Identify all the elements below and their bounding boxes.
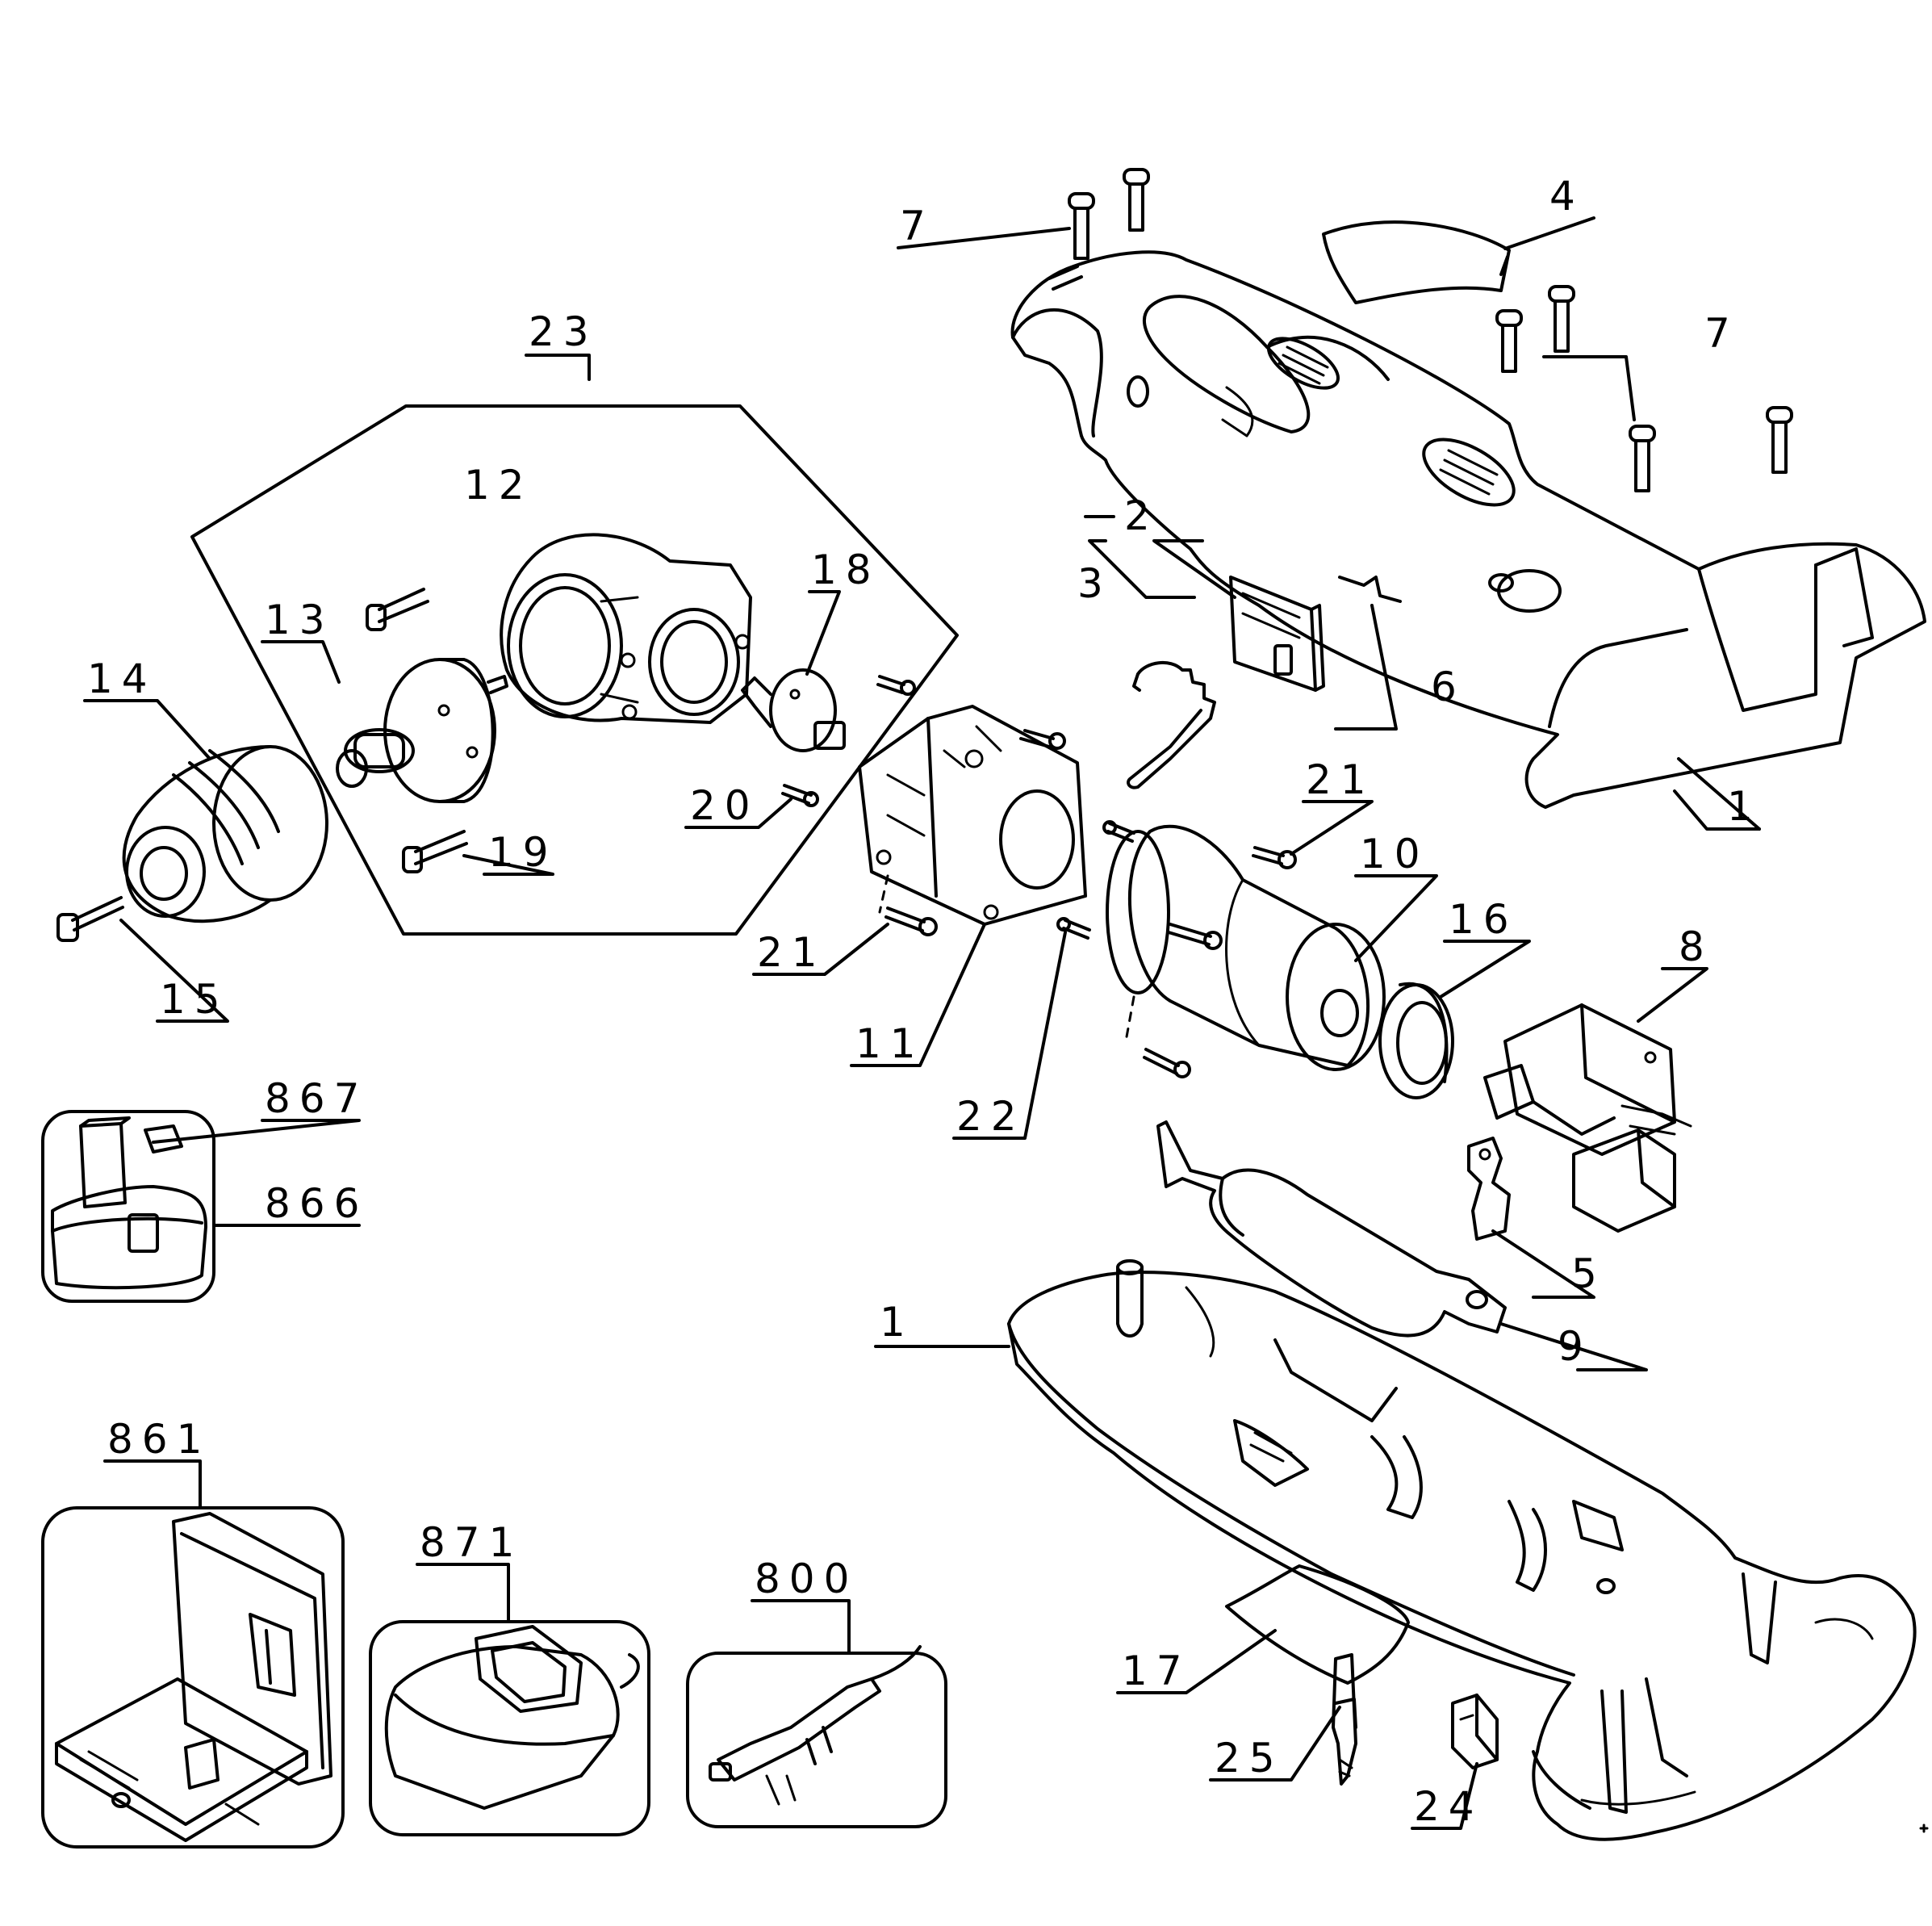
screw-20 — [781, 784, 819, 807]
charger-box — [369, 1620, 650, 1836]
label-21-upper: 21 — [1306, 756, 1375, 803]
label-22: 22 — [956, 1093, 1026, 1140]
label-20: 20 — [690, 782, 759, 829]
part-1-upper-housing — [1010, 250, 1926, 809]
screw-19-group — [366, 588, 468, 873]
label-21-lower: 21 — [757, 929, 826, 976]
label-861: 861 — [107, 1416, 211, 1463]
label-4: 4 — [1549, 173, 1584, 220]
part-15-screw — [56, 896, 124, 942]
label-17: 17 — [1122, 1648, 1191, 1694]
part-14-chuck — [122, 745, 328, 923]
label-16: 16 — [1449, 896, 1518, 943]
part-17-label — [1225, 1564, 1410, 1685]
label-6: 6 — [1431, 664, 1466, 710]
label-7-left: 7 — [900, 203, 935, 249]
part-16-bearing — [1378, 982, 1454, 1099]
label-3: 3 — [1077, 560, 1112, 607]
screw-21-upper — [1252, 846, 1297, 869]
label-14: 14 — [87, 655, 157, 702]
label-866: 866 — [265, 1180, 368, 1227]
label-25: 25 — [1215, 1735, 1284, 1782]
label-11: 11 — [855, 1020, 925, 1067]
part-8-switch — [1483, 1003, 1692, 1233]
label-871: 871 — [420, 1519, 523, 1566]
part-11-motor-mount — [858, 705, 1087, 926]
part-24-clip — [1451, 1694, 1499, 1769]
assembly-23-outline — [190, 404, 959, 936]
screw-21-lower — [884, 906, 938, 936]
edge-mark — [1919, 1823, 1929, 1833]
label-13: 13 — [265, 597, 334, 643]
label-5: 5 — [1571, 1250, 1606, 1297]
label-8: 8 — [1679, 923, 1713, 970]
label-1-lower: 1 — [880, 1299, 914, 1346]
part-5-actuator — [1467, 1137, 1511, 1241]
leader-lines — [83, 216, 1761, 1830]
carrying-case-box — [41, 1506, 345, 1849]
label-23: 23 — [529, 308, 598, 355]
part-4-label — [1322, 220, 1511, 304]
part-18-output-gear — [741, 668, 846, 752]
part-2-switch-plate — [1229, 576, 1325, 692]
screw-small-motor — [1102, 820, 1135, 843]
label-2: 2 — [1124, 492, 1159, 539]
label-9: 9 — [1558, 1323, 1592, 1370]
label-18: 18 — [811, 546, 880, 593]
part-25-screwdriver-bit — [1332, 1653, 1357, 1786]
label-15: 15 — [160, 976, 229, 1023]
part-13-spindle-gear — [336, 658, 508, 803]
label-12: 12 — [464, 462, 533, 509]
label-7-right: 7 — [1704, 310, 1739, 357]
label-1-upper: 1 — [1727, 783, 1762, 830]
screw-22 — [1056, 917, 1091, 940]
label-10: 10 — [1360, 831, 1429, 877]
label-24: 24 — [1414, 1783, 1483, 1830]
part-7-screws — [1068, 168, 1793, 492]
part-10-motor — [1106, 824, 1386, 1078]
part-3-spring-clip — [1127, 660, 1216, 789]
screw-assembly-small — [876, 675, 916, 696]
label-19: 19 — [488, 829, 558, 876]
label-867: 867 — [265, 1075, 368, 1122]
part-6-wire-spring — [1338, 576, 1402, 603]
part-labels: 1 1 2 3 4 5 6 7 7 8 9 10 11 12 13 14 15 … — [87, 173, 1762, 1830]
part-12-gear-housing — [500, 533, 752, 724]
battery-pack-box — [41, 1110, 215, 1303]
label-800: 800 — [755, 1555, 858, 1602]
part-9-wire-lead — [1156, 1120, 1507, 1338]
part-1-lower-housing — [1007, 1259, 1917, 1841]
screwdriver-tool-box — [686, 1645, 947, 1828]
